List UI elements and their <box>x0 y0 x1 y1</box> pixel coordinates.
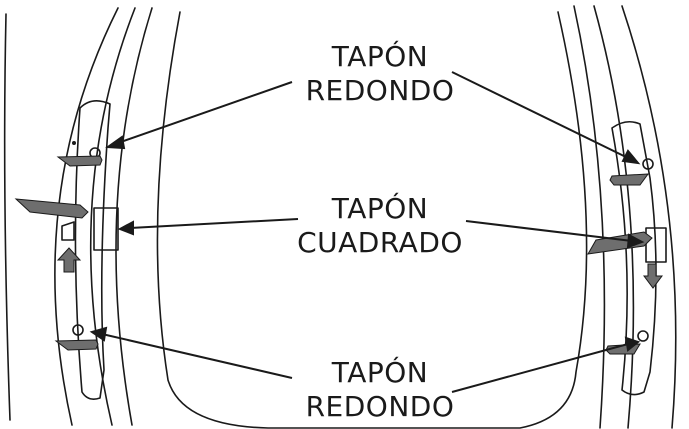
cabinet-left-edge <box>3 13 11 421</box>
left-square-plug-arrow <box>14 198 89 219</box>
label-square-plug: TAPÓN CUADRADO <box>260 192 500 260</box>
left-top-dot <box>72 141 76 145</box>
right-top-round-hole <box>642 158 654 170</box>
leader-mid-left <box>129 218 299 229</box>
leader-bot-right <box>451 343 629 393</box>
right-top-plug-arrow <box>609 173 650 186</box>
down-arrow-icon <box>643 263 663 289</box>
label-round-plug-bottom: TAPÓN REDONDO <box>280 356 480 424</box>
leader-top-right-head <box>621 149 641 165</box>
leader-top-left-head <box>105 135 126 150</box>
left-square-plug-mark <box>61 221 75 241</box>
right-square-plug <box>645 227 667 263</box>
leader-bot-right-head <box>624 336 641 352</box>
left-top-plug-arrow <box>56 155 103 167</box>
right-frame-outer <box>621 5 677 429</box>
left-square-plug <box>93 207 119 251</box>
leader-bot-left-head <box>89 326 108 342</box>
leader-mid-left-head <box>117 220 134 236</box>
left-bottom-plug-arrow <box>54 339 99 351</box>
leader-top-right <box>451 71 629 159</box>
label-line: REDONDO <box>305 390 455 423</box>
leader-mid-right <box>465 220 633 242</box>
left-frame-inner <box>89 7 136 426</box>
right-square-plug-arrow <box>587 231 653 255</box>
leader-bot-left <box>101 333 293 379</box>
label-line: REDONDO <box>305 74 455 107</box>
left-frame-outer <box>54 7 119 426</box>
label-line: TAPÓN <box>331 356 429 389</box>
right-bottom-round-hole <box>637 330 649 342</box>
leader-mid-right-head <box>626 233 645 249</box>
leader-top-left <box>117 81 293 144</box>
right-frame-rim <box>573 5 606 429</box>
right-frame-inner <box>593 5 635 429</box>
label-line: TAPÓN <box>331 40 429 73</box>
right-hinge-bracket <box>611 120 657 396</box>
door-window <box>156 11 588 429</box>
label-line: TAPÓN <box>331 192 429 225</box>
label-line: CUADRADO <box>297 226 463 259</box>
up-arrow-icon <box>56 247 82 273</box>
left-bottom-round-hole <box>72 324 84 336</box>
label-round-plug-top: TAPÓN REDONDO <box>280 40 480 108</box>
left-frame-rim <box>115 7 153 426</box>
